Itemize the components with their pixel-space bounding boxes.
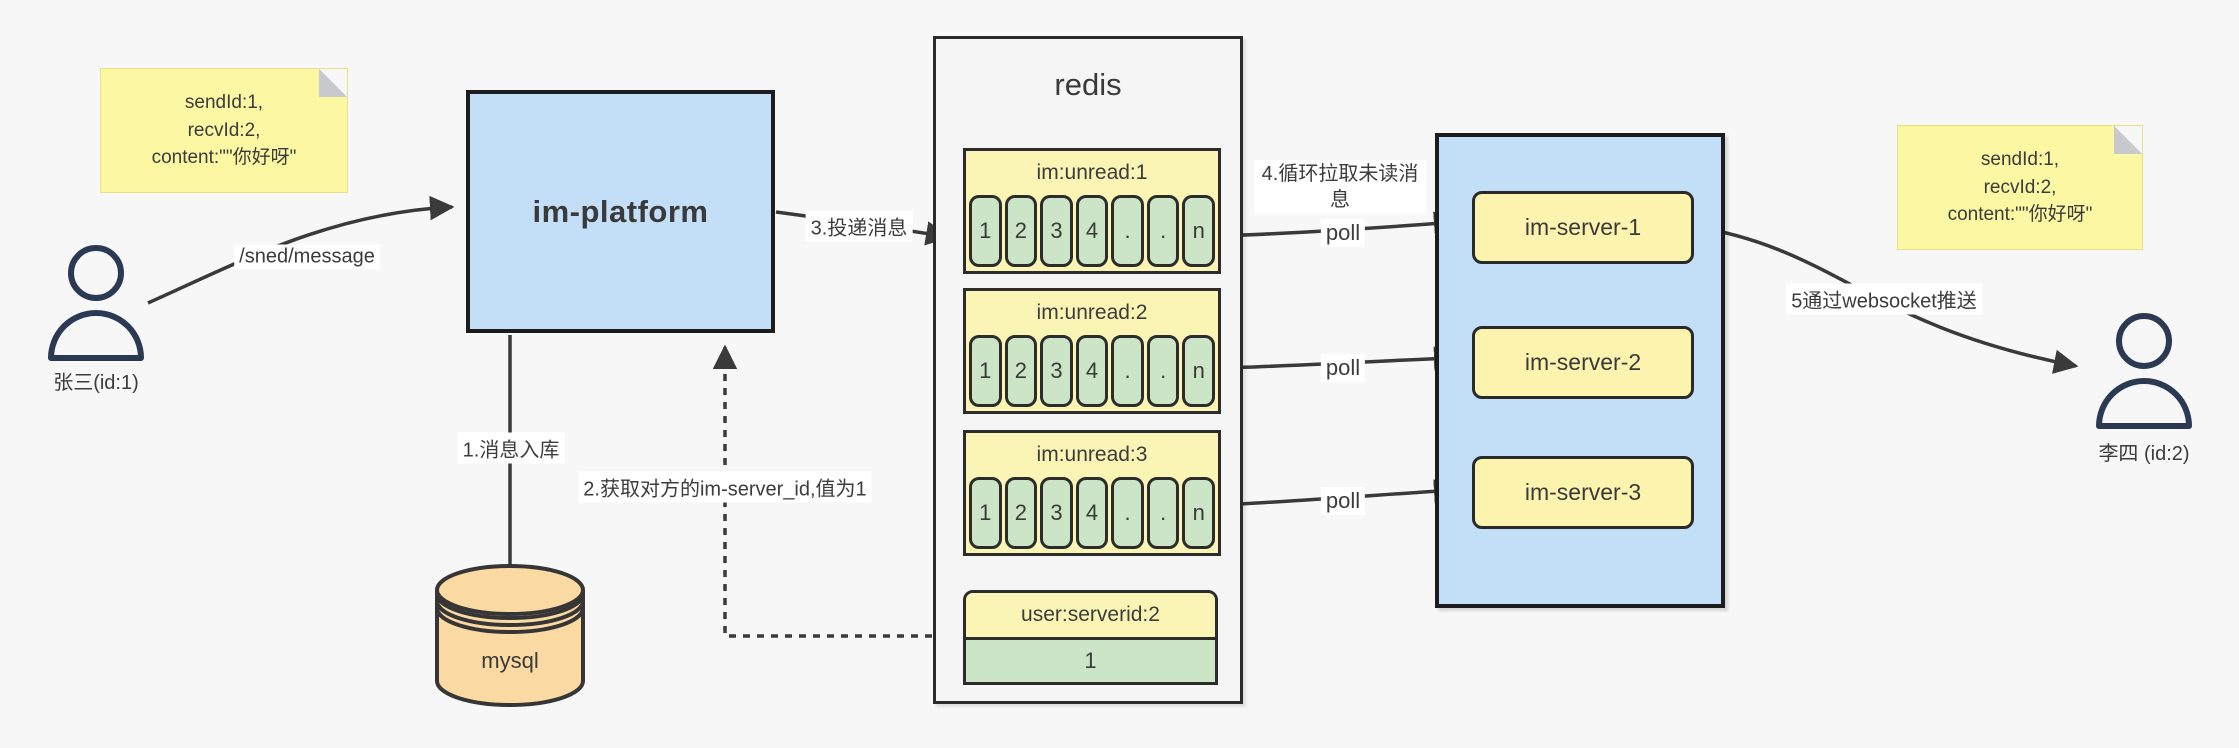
note-line: sendId:1,	[184, 92, 264, 114]
edge-label-poll-1: poll	[1320, 219, 1366, 247]
queue-cell: 3	[1040, 477, 1073, 549]
im-server-1-label: im-server-1	[1524, 214, 1642, 240]
queue-cell: .	[1111, 477, 1144, 549]
queue-cell: .	[1146, 477, 1180, 549]
queue-im-unread-1: im:unread:1 1 2 3 4 . . n	[963, 148, 1221, 274]
queue-cell: 2	[1004, 335, 1038, 407]
queue-cell: .	[1111, 195, 1144, 267]
person-icon-sender	[48, 245, 144, 361]
note-line: recvId:2,	[187, 119, 261, 141]
im-server-3-label: im-server-3	[1524, 479, 1642, 505]
edge-label-step1: 1.消息入库	[457, 432, 565, 464]
note-fold-icon	[319, 69, 347, 97]
queue-cell: .	[1146, 335, 1180, 407]
queue-cell: 1	[969, 477, 1002, 549]
kv-user-serverid: user:serverid:2 1	[963, 590, 1218, 685]
queue-cell: 4	[1075, 195, 1109, 267]
edge-label-poll-2: poll	[1320, 354, 1366, 382]
queue-cells: 1 2 3 4 . . n	[966, 195, 1218, 267]
queue-cell: 3	[1040, 335, 1073, 407]
queue-name: im:unread:2	[1036, 301, 1148, 324]
message-note-right: sendId:1, recvId:2, content:""你好呀"	[1897, 125, 2143, 250]
kv-value: 1	[1084, 648, 1097, 673]
queue-cell: .	[1111, 335, 1144, 407]
queue-cell: n	[1182, 335, 1216, 407]
redis-title: redis	[1054, 67, 1122, 102]
redis-container: redis im:unread:1 1 2 3 4 . . n im:unrea…	[933, 36, 1243, 704]
im-server-2-node: im-server-2	[1472, 326, 1694, 399]
sender-label: 张三(id:1)	[53, 372, 139, 394]
im-platform-node: im-platform	[466, 90, 775, 333]
edge-label-send-api: /sned/message	[234, 244, 380, 270]
queue-cell: n	[1182, 477, 1216, 549]
note-line: content:""你好呀"	[151, 147, 297, 169]
queue-cell: n	[1182, 195, 1216, 267]
im-platform-label: im-platform	[532, 193, 709, 229]
message-note-left: sendId:1, recvId:2, content:""你好呀"	[100, 68, 348, 193]
queue-cell: 1	[969, 335, 1002, 407]
kv-key: user:serverid:2	[966, 593, 1215, 640]
im-server-1-node: im-server-1	[1472, 191, 1694, 264]
queue-cell: 4	[1075, 335, 1109, 407]
edge-label-step5: 5通过websocket推送	[1786, 283, 1982, 315]
mysql-cylinder-icon	[435, 564, 585, 707]
queue-cell: 4	[1075, 477, 1109, 549]
edge-label-step3: 3.投递消息	[805, 210, 913, 242]
queue-name: im:unread:1	[1036, 161, 1148, 184]
note-line: sendId:1,	[1980, 149, 2060, 171]
queue-cells: 1 2 3 4 . . n	[966, 335, 1218, 407]
queue-im-unread-2: im:unread:2 1 2 3 4 . . n	[963, 288, 1221, 414]
edge-label-poll-3: poll	[1320, 487, 1366, 515]
queue-cell: .	[1146, 195, 1180, 267]
queue-cell: 1	[969, 195, 1002, 267]
queue-cell: 2	[1004, 195, 1038, 267]
im-server-cluster: im-server-1 im-server-2 im-server-3	[1435, 133, 1725, 608]
im-server-2-label: im-server-2	[1524, 349, 1642, 375]
person-icon-receiver	[2096, 313, 2192, 429]
im-server-3-node: im-server-3	[1472, 456, 1694, 529]
queue-name: im:unread:3	[1036, 443, 1148, 466]
note-line: content:""你好呀"	[1947, 204, 2093, 226]
queue-im-unread-3: im:unread:3 1 2 3 4 . . n	[963, 430, 1221, 556]
mysql-label: mysql	[481, 648, 539, 673]
edge-label-step2: 2.获取对方的im-server_id,值为1	[578, 471, 872, 503]
queue-cell: 2	[1004, 477, 1038, 549]
edge-label-step4: 4.循环拉取未读消息	[1254, 160, 1426, 214]
queue-cells: 1 2 3 4 . . n	[966, 477, 1218, 549]
note-fold-icon	[2114, 126, 2142, 154]
note-line: recvId:2,	[1983, 176, 2057, 198]
edge-send-message	[147, 195, 455, 305]
queue-cell: 3	[1040, 195, 1073, 267]
receiver-label: 李四 (id:2)	[2098, 443, 2190, 465]
